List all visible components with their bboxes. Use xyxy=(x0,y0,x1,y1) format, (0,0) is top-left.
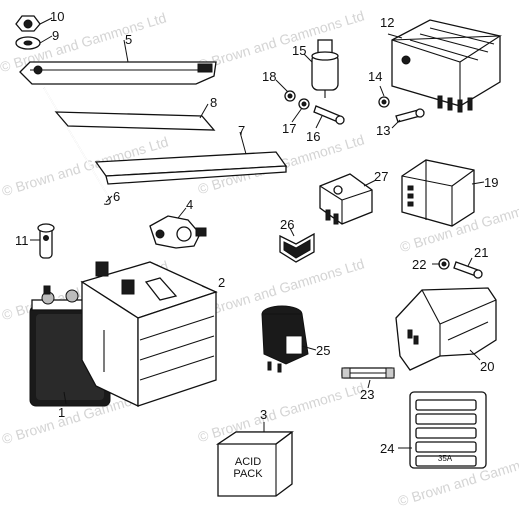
callout-13: 13 xyxy=(376,123,391,138)
callout-24: 24 xyxy=(380,441,395,456)
part-washer-bolt-drawing xyxy=(438,258,483,279)
part-clamp-bar-drawing xyxy=(19,61,217,85)
callout-7: 7 xyxy=(238,123,246,138)
part-tray-drawing xyxy=(94,151,288,185)
part-rod-drawing xyxy=(43,87,111,205)
part-fuse-pack-drawing xyxy=(409,391,487,469)
part-screw-drawing xyxy=(378,96,425,123)
leader-lines xyxy=(30,17,485,449)
callout-16: 16 xyxy=(306,129,321,144)
part-bracket-drawing xyxy=(279,232,315,263)
callout-18: 18 xyxy=(262,69,277,84)
callout-27: 27 xyxy=(374,169,389,184)
part-control-box-drawing xyxy=(391,19,502,113)
callout-26: 26 xyxy=(280,217,295,232)
part-large-battery-drawing xyxy=(80,261,218,408)
callout-23: 23 xyxy=(360,387,375,402)
part-stud-drawing xyxy=(37,223,55,259)
callout-2: 2 xyxy=(218,275,226,290)
callout-20: 20 xyxy=(480,359,495,374)
fuse-rating-label: 35A xyxy=(437,454,453,463)
part-cover-drawing xyxy=(401,159,475,227)
callout-8: 8 xyxy=(210,95,218,110)
callout-1: 1 xyxy=(58,405,66,420)
callout-19: 19 xyxy=(484,175,499,190)
part-flasher-drawing xyxy=(261,305,309,373)
callout-21: 21 xyxy=(474,245,489,260)
acid-pack-label: ACID PACK xyxy=(222,456,274,480)
part-fuse-drawing xyxy=(341,367,395,379)
part-terminal-drawing xyxy=(149,215,207,249)
callout-9: 9 xyxy=(52,28,60,43)
part-condenser-drawing xyxy=(311,39,339,98)
callout-3: 3 xyxy=(260,407,268,422)
part-relay-drawing xyxy=(319,173,373,225)
callout-15: 15 xyxy=(292,43,307,58)
callout-10: 10 xyxy=(50,9,65,24)
part-hardware-drawing xyxy=(284,90,345,125)
callout-17: 17 xyxy=(282,121,297,136)
callout-25: 25 xyxy=(316,343,331,358)
acid-pack-line1: ACID xyxy=(234,456,262,468)
part-nut-washer-drawing xyxy=(15,15,41,50)
part-battery-cover-drawing xyxy=(395,287,497,371)
callout-12: 12 xyxy=(380,15,395,30)
callout-5: 5 xyxy=(125,32,133,47)
callout-11: 11 xyxy=(15,233,29,248)
callout-6: 6 xyxy=(113,189,121,204)
part-pad-drawing xyxy=(54,111,216,131)
callout-22: 22 xyxy=(412,257,427,272)
part-acid-pack-drawing xyxy=(215,431,294,497)
callout-4: 4 xyxy=(186,197,194,212)
callout-14: 14 xyxy=(368,69,383,84)
acid-pack-line2: PACK xyxy=(233,468,263,481)
